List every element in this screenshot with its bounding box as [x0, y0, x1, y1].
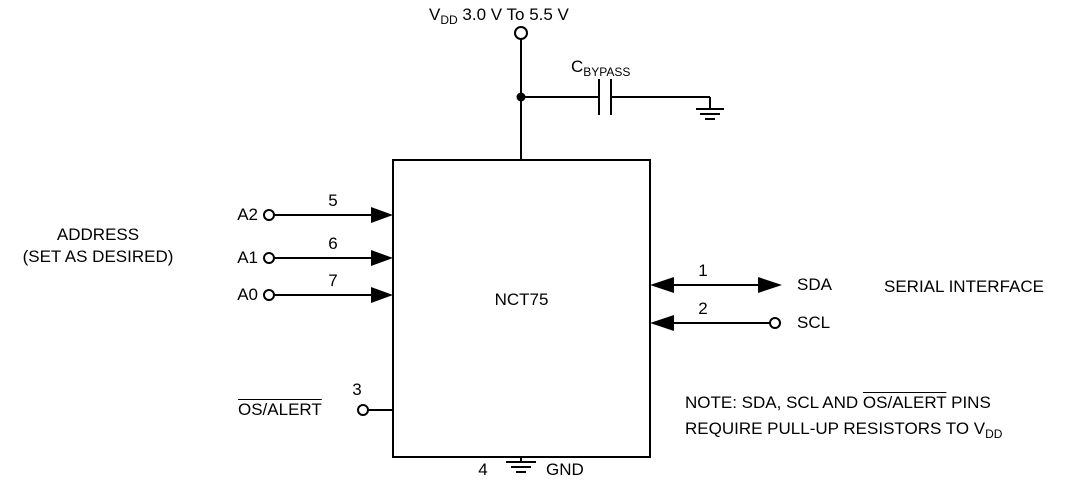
a0-pin-number: 7 — [328, 271, 338, 290]
note-line2: REQUIRE PULL-UP RESISTORS TO VDD — [685, 418, 1002, 445]
chip-name: NCT75 — [494, 290, 549, 309]
address-label-line1: ADDRESS — [56, 225, 140, 244]
a2-pin-number: 5 — [328, 191, 338, 210]
a2-pin-label: A2 — [237, 205, 258, 224]
address-label: ADDRESS (SET AS DESIRED) — [0, 224, 196, 268]
a0-pin-label: A0 — [237, 285, 258, 304]
os-alert-pin-label: OS/ALERT — [238, 400, 322, 419]
gnd-pin-number: 4 — [478, 460, 488, 479]
note-line2-sub: DD — [985, 427, 1003, 441]
vdd-label-v: V — [429, 5, 441, 24]
os-alert-pin-number: 3 — [352, 380, 362, 399]
address-label-line2: (SET AS DESIRED) — [22, 247, 174, 266]
scl-pin-number: 2 — [698, 299, 708, 318]
scl-arrowhead — [650, 315, 674, 331]
a1-pin-label: A1 — [237, 248, 258, 267]
scl-pin-label: SCL — [797, 313, 831, 332]
note-line2-prefix: REQUIRE PULL-UP RESISTORS TO V — [685, 419, 986, 438]
cbypass-label-c: C — [571, 57, 584, 76]
a0-arrowhead — [371, 287, 393, 303]
vdd-label: VDD 3.0 V To 5.5 V — [429, 4, 569, 31]
a2-arrowhead — [371, 207, 393, 223]
os-alert-terminal-circle — [357, 404, 369, 416]
note-line1-os-alert: OS/ALERT — [862, 393, 947, 412]
sda-arrowhead-right — [758, 277, 782, 293]
a2-terminal-circle — [263, 209, 275, 221]
sda-arrowhead-left — [650, 277, 674, 293]
scl-terminal-circle — [769, 317, 781, 329]
a1-pin-number: 6 — [328, 234, 338, 253]
gnd-pin-label: GND — [546, 460, 584, 479]
cbypass-label: CBYPASS — [571, 56, 630, 83]
sda-pin-number: 1 — [698, 261, 708, 280]
a1-arrowhead — [371, 250, 393, 266]
a1-terminal-circle — [263, 252, 275, 264]
a0-terminal-circle — [263, 289, 275, 301]
note-line1-suffix: PINS — [946, 393, 991, 412]
cbypass-label-sub: BYPASS — [583, 65, 631, 79]
sda-pin-label: SDA — [797, 275, 832, 294]
vdd-label-sub: DD — [440, 13, 458, 27]
vdd-label-range: 3.0 V To 5.5 V — [457, 5, 569, 24]
note-line1-prefix: NOTE: SDA, SCL AND — [685, 393, 863, 412]
note-line1: NOTE: SDA, SCL AND OS/ALERT PINS — [685, 392, 991, 414]
serial-interface-label: SERIAL INTERFACE — [884, 277, 1044, 296]
